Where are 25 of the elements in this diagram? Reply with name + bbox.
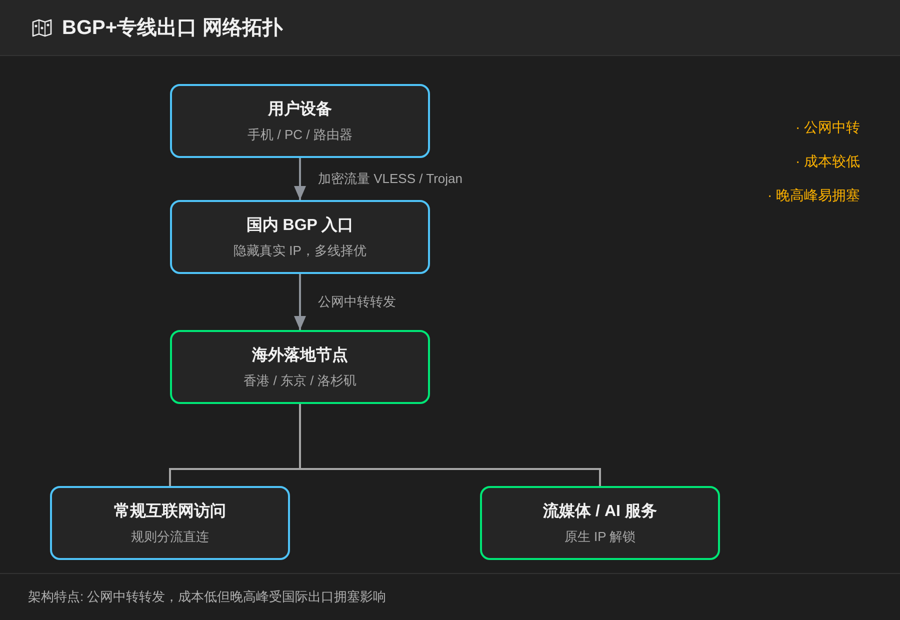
edge-label: 加密流量 VLESS / Trojan: [318, 170, 462, 188]
process-box: [480, 486, 720, 560]
footer-note: 架构特点: 公网中转转发，成本低但晚高峰受国际出口拥塞影响: [28, 588, 386, 606]
connector-line: [299, 404, 601, 486]
node-subtitle: 原生 IP 解锁: [564, 528, 636, 544]
edge-label: 公网中转转发: [318, 293, 396, 311]
arrow: [294, 158, 306, 200]
node-title: 国内 BGP 入口: [246, 216, 354, 236]
arrow: [294, 274, 306, 330]
process-box: [170, 200, 430, 274]
process-box: [170, 84, 430, 158]
node-title: 常规互联网访问: [114, 502, 226, 522]
note-text: · 成本较低: [795, 152, 860, 171]
node-title: 用户设备: [268, 100, 332, 120]
process-box: [50, 486, 290, 560]
node-title: 流媒体 / AI 服务: [543, 502, 657, 522]
node-subtitle: 隐藏真实 IP，多线择优: [234, 242, 366, 258]
note-text: · 晚高峰易拥塞: [767, 186, 860, 205]
node-subtitle: 香港 / 东京 / 洛杉矶: [244, 372, 356, 388]
note-text: · 公网中转: [795, 118, 860, 137]
node-title: 海外落地节点: [252, 346, 348, 366]
process-box: [170, 330, 430, 404]
diagram-title: BGP+专线出口 网络拓扑: [62, 16, 283, 40]
node-subtitle: 手机 / PC / 路由器: [248, 126, 352, 142]
node-subtitle: 规则分流直连: [131, 528, 209, 544]
